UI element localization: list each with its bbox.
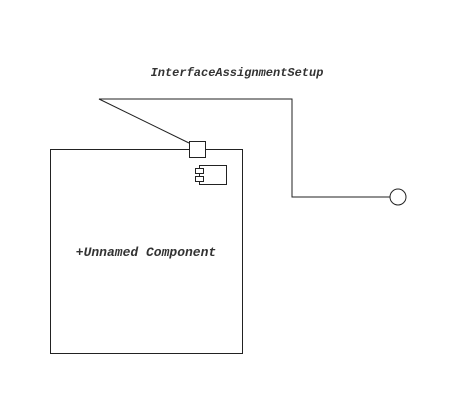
provided-interface-lollipop-icon[interactable]: [389, 188, 407, 206]
component-port[interactable]: [189, 141, 206, 158]
interface-connector-line[interactable]: [98, 98, 390, 198]
component-label: +Unnamed Component: [76, 245, 216, 260]
component-icon: [195, 165, 227, 185]
interface-label: InterfaceAssignmentSetup: [151, 66, 324, 80]
